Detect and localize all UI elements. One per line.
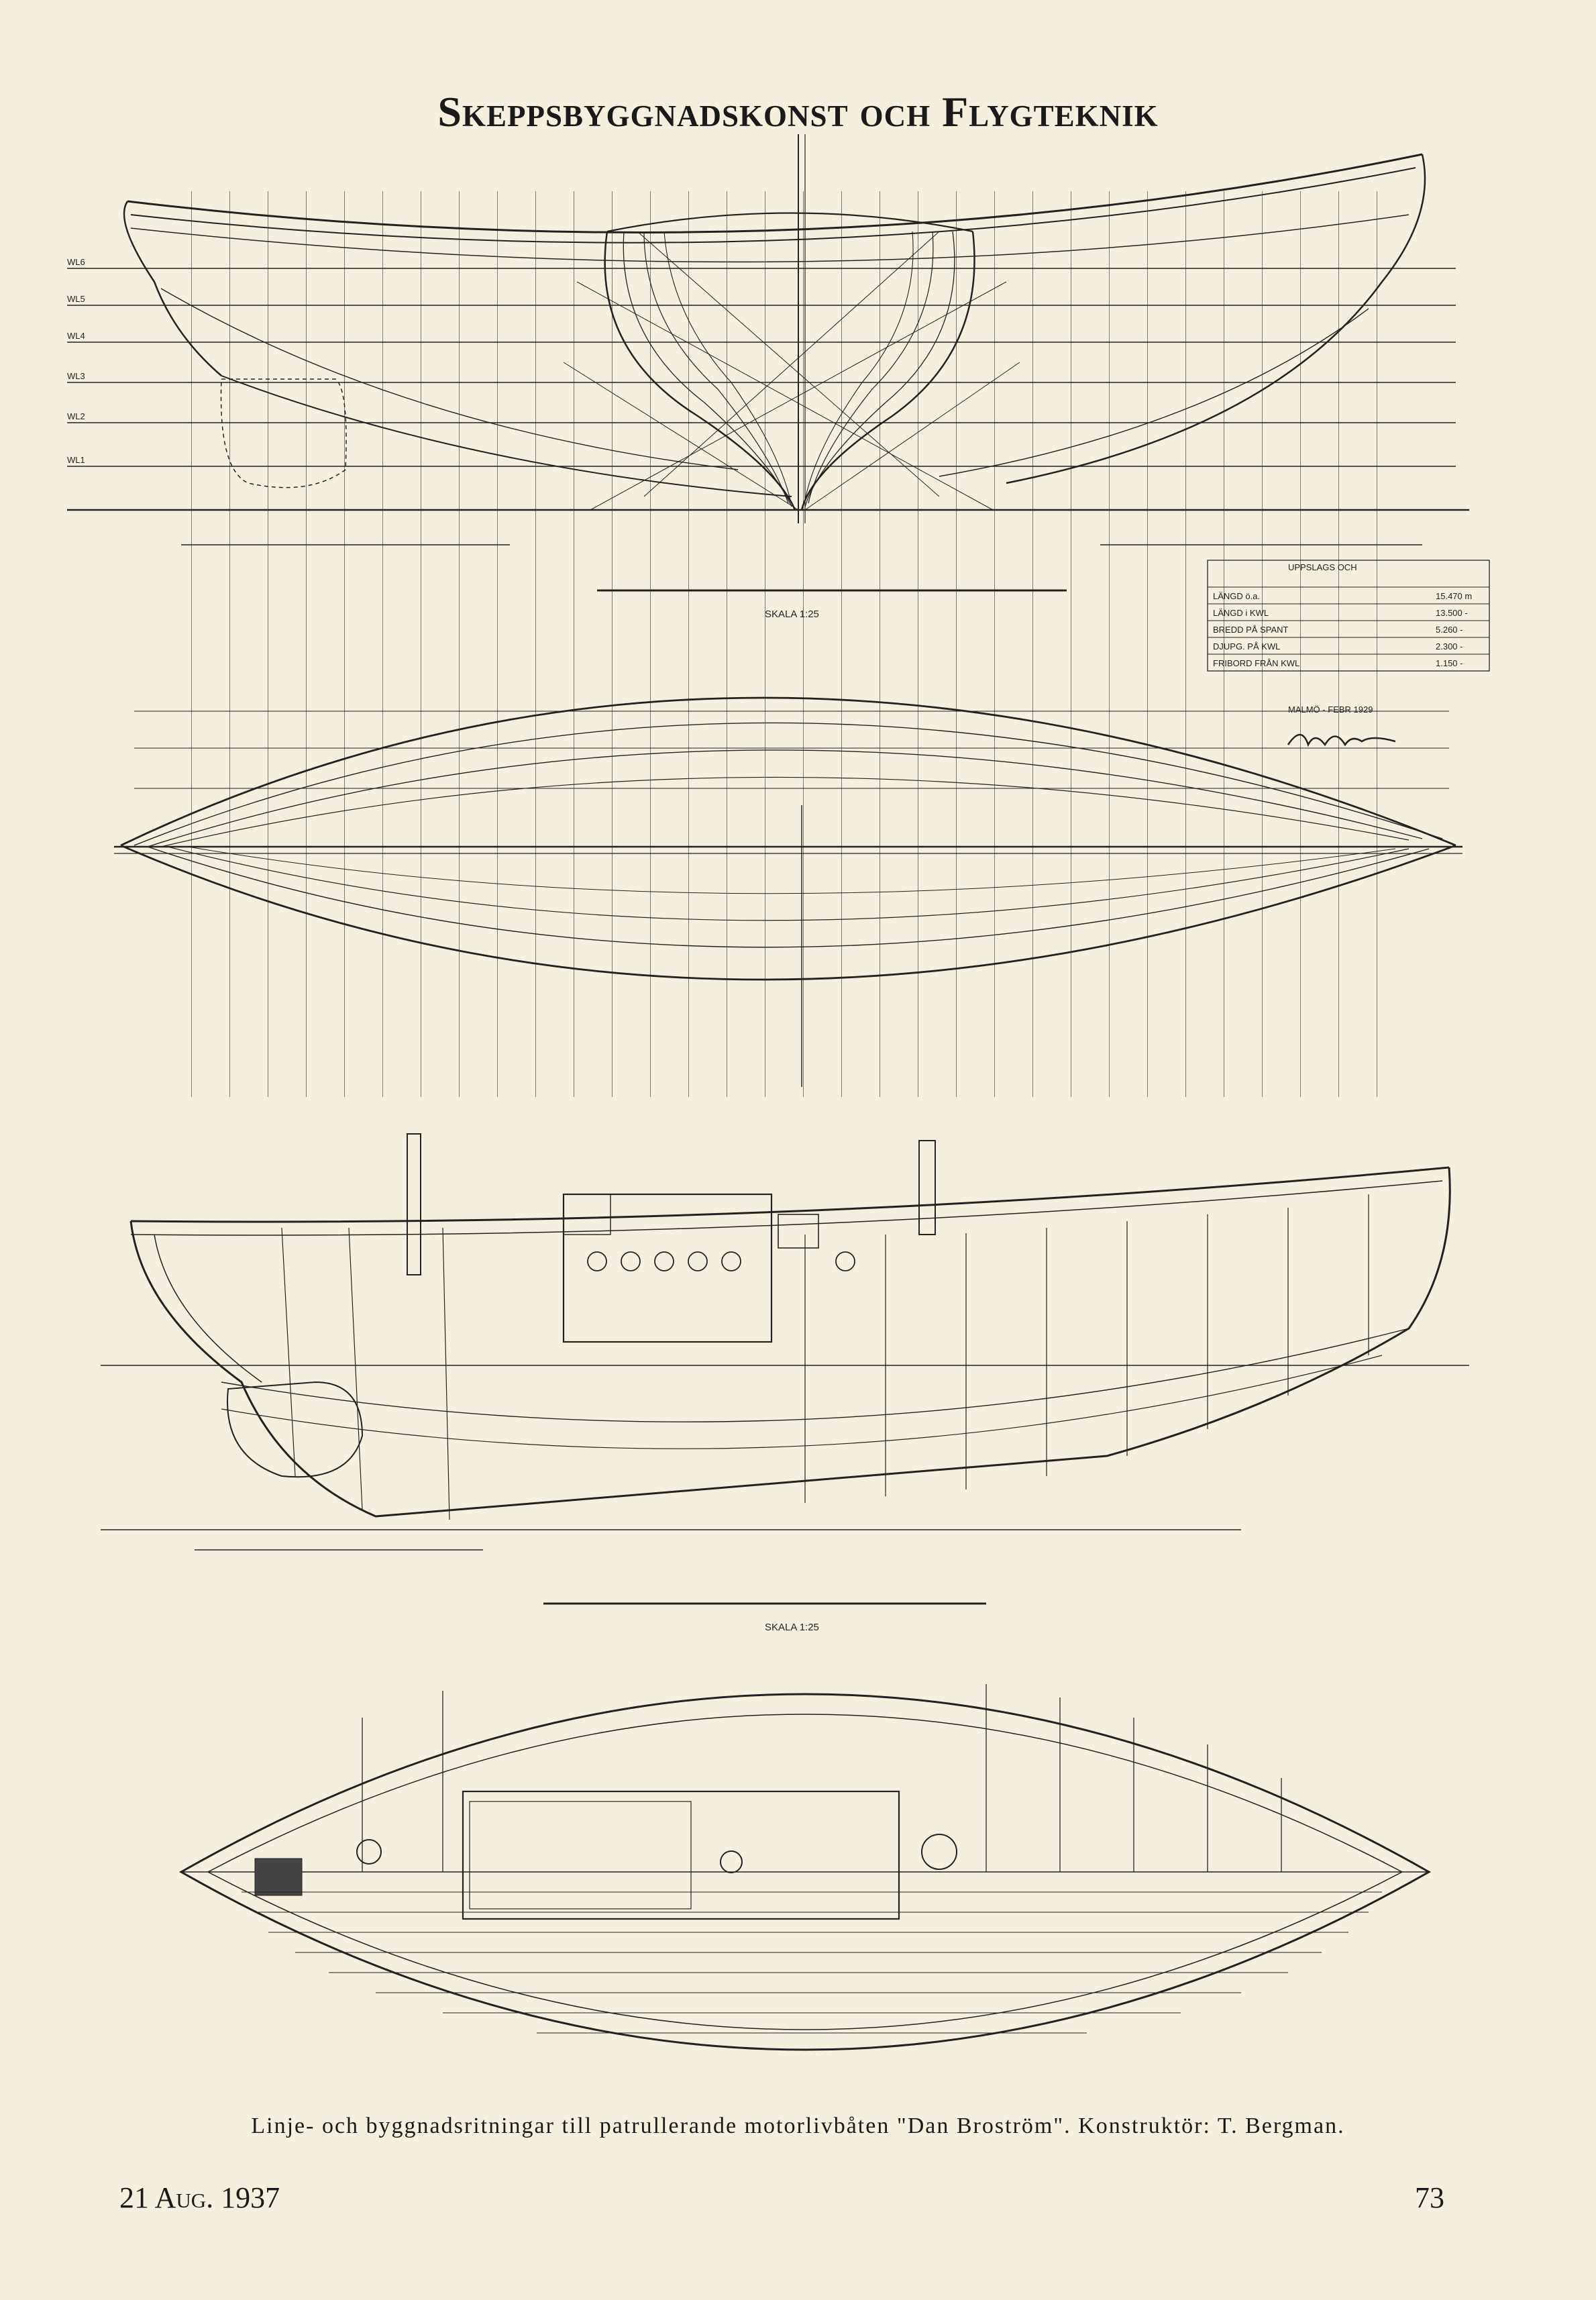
svg-text:13.500 -: 13.500 -	[1436, 608, 1468, 618]
svg-text:LÄNGD i KWL: LÄNGD i KWL	[1213, 608, 1269, 618]
issue-date: 21 Aug. 1937	[119, 2181, 280, 2214]
construction-profile	[101, 1133, 1469, 1605]
wl-label-3: WL3	[67, 371, 85, 381]
waterline-labels: WL6 WL5 WL4 WL3 WL2 WL1	[67, 257, 85, 465]
signature-image	[1287, 733, 1396, 747]
table-title: UPPSLAGS OCH	[1288, 562, 1357, 572]
scale-label-bottom: SKALA 1:25	[765, 1622, 819, 1633]
wl-label-4: WL4	[67, 331, 85, 341]
date-note: MALMÖ - FEBR 1929	[1288, 704, 1373, 715]
svg-text:FRIBORD FRÅN KWL: FRIBORD FRÅN KWL	[1213, 658, 1299, 668]
wl-label-5: WL5	[67, 294, 85, 304]
figure-caption: Linje- och byggnadsritningar till patrul…	[251, 2113, 1345, 2138]
wl-label-1: WL1	[67, 455, 85, 465]
svg-text:LÄNGD ö.a.: LÄNGD ö.a.	[1213, 591, 1260, 601]
dimensions-table: UPPSLAGS OCH LÄNGD ö.a. LÄNGD i KWL BRED…	[1213, 562, 1472, 715]
page-title: Skeppsbyggnadskonst och Flygteknik	[437, 88, 1159, 136]
wl-label-2: WL2	[67, 411, 85, 421]
svg-text:DJUPG. PÅ KWL: DJUPG. PÅ KWL	[1213, 641, 1280, 651]
svg-text:1.150 -: 1.150 -	[1436, 658, 1462, 668]
svg-text:2.300 -: 2.300 -	[1436, 641, 1462, 651]
lines-plan	[67, 134, 1490, 1097]
svg-text:BREDD PÅ SPANT: BREDD PÅ SPANT	[1213, 625, 1289, 635]
svg-text:5.260 -: 5.260 -	[1436, 625, 1462, 635]
page-number: 73	[1415, 2181, 1444, 2214]
deck-plan	[178, 1684, 1432, 2051]
svg-text:15.470 m: 15.470 m	[1436, 591, 1472, 601]
scale-label-top: SKALA 1:25	[765, 609, 819, 620]
wl-label-6: WL6	[67, 257, 85, 267]
